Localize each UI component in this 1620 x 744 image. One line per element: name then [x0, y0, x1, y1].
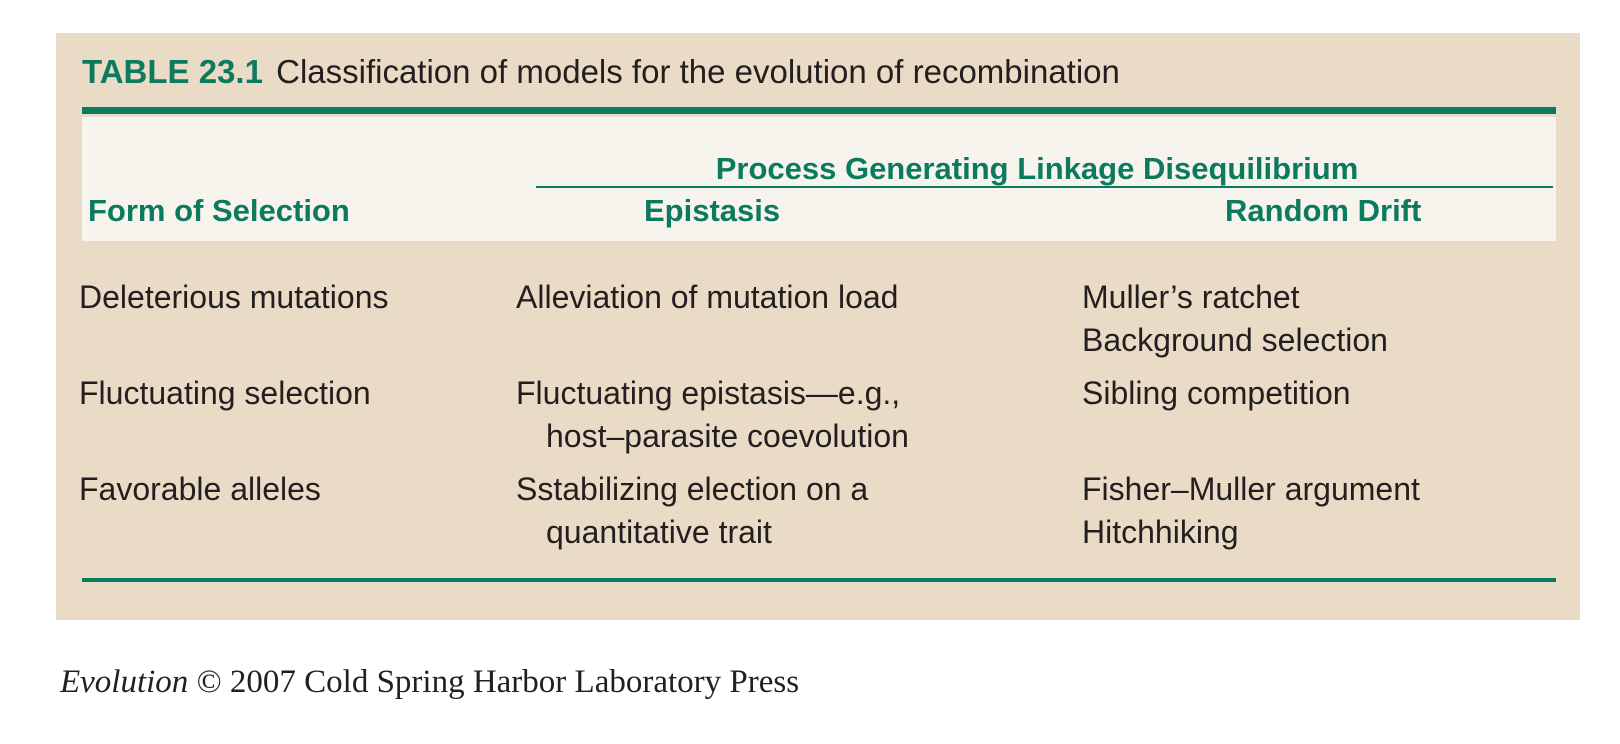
table-panel: TABLE 23.1 Classification of models for … — [56, 33, 1580, 620]
table-cell-drift: Muller’s ratchet Background selection — [1082, 279, 1388, 358]
bottom-rule — [82, 578, 1556, 582]
table-cell-epistasis: Sstabilizing election on a quantitative … — [516, 471, 869, 550]
copyright-footer: Evolution © 2007 Cold Spring Harbor Labo… — [60, 666, 799, 699]
book-title: Evolution — [60, 664, 189, 700]
column-header-epistasis: Epistasis — [644, 193, 781, 228]
table-cell-drift: Fisher–Muller argument Hitchhiking — [1082, 471, 1420, 550]
column-header-drift: Random Drift — [1225, 193, 1422, 228]
table-cell-drift: Sibling competition — [1082, 375, 1351, 411]
table-title: TABLE 23.1 Classification of models for … — [82, 55, 1120, 88]
table-cell-epistasis: Fluctuating epistasis—e.g., host–parasit… — [516, 375, 909, 454]
table-cell-epistasis: Alleviation of mutation load — [516, 279, 899, 315]
table-header: Process Generating Linkage Disequilibriu… — [82, 117, 1556, 241]
table-label: TABLE 23.1 — [82, 53, 263, 90]
column-header-form: Form of Selection — [88, 193, 350, 228]
table-cell-form: Favorable alleles — [79, 471, 321, 507]
top-rule — [82, 107, 1556, 114]
table-cell-form: Deleterious mutations — [79, 279, 389, 315]
table-caption: Classification of models for the evoluti… — [276, 53, 1120, 90]
copyright-text: © 2007 Cold Spring Harbor Laboratory Pre… — [188, 664, 800, 700]
group-header: Process Generating Linkage Disequilibriu… — [715, 151, 1359, 186]
table-cell-form: Fluctuating selection — [79, 375, 371, 411]
group-header-rule — [536, 186, 1553, 188]
